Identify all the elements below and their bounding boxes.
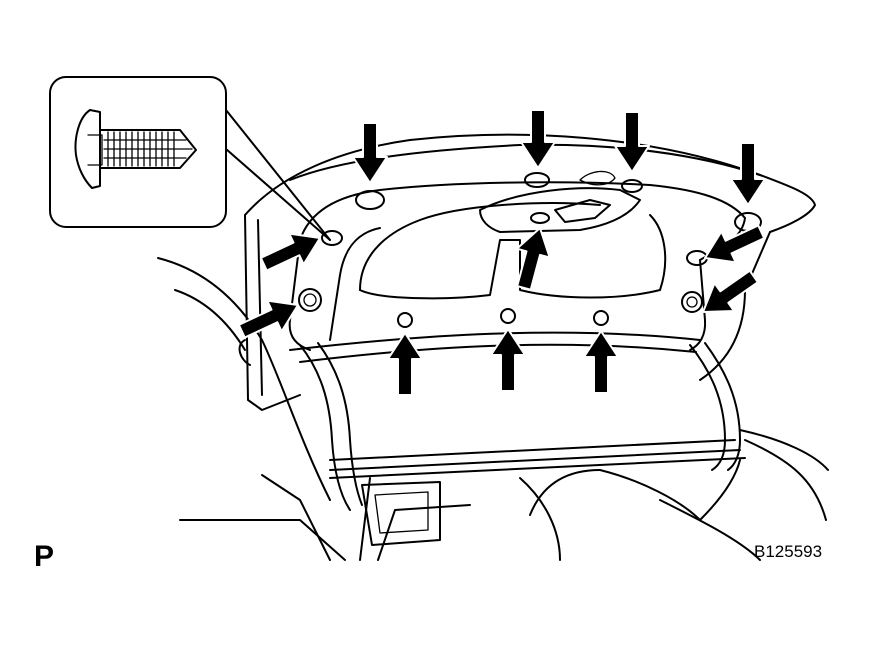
clip-holes	[298, 172, 762, 328]
clip-hole-top-right-1	[621, 179, 643, 193]
arrow-11	[490, 328, 526, 392]
arrow-2	[520, 109, 556, 169]
arrow-1	[352, 122, 388, 184]
arrow-10	[387, 332, 423, 396]
clip-hole-left-upper	[321, 230, 343, 246]
arrow-8	[704, 224, 766, 264]
clip-hole-right-lower	[681, 291, 703, 313]
clip-icon	[74, 109, 197, 189]
clip-ribs	[103, 131, 193, 167]
trunk-lid	[238, 133, 816, 511]
figure-code: B125593	[754, 542, 823, 561]
clip-hole-bottom-3	[593, 310, 609, 326]
arrow-3	[614, 111, 650, 173]
clip-hole-top-center	[524, 172, 550, 188]
clip-hole-bottom-2	[500, 308, 516, 324]
arrow-5	[259, 232, 321, 272]
car-body-outline	[157, 257, 829, 561]
clip-hole-left-lower	[298, 288, 322, 312]
arrow-9	[702, 269, 759, 313]
view-label: P	[34, 540, 55, 573]
clip-hole-top-left	[355, 190, 385, 210]
arrow-12	[583, 330, 619, 394]
clip-arrows	[237, 109, 766, 396]
arrow-4	[730, 142, 766, 206]
clip-hole-center	[530, 212, 550, 224]
arrow-6	[237, 299, 299, 339]
arrow-7	[515, 227, 551, 291]
clip-detail-inset	[49, 76, 331, 241]
clip-hole-bottom-1	[397, 312, 413, 328]
